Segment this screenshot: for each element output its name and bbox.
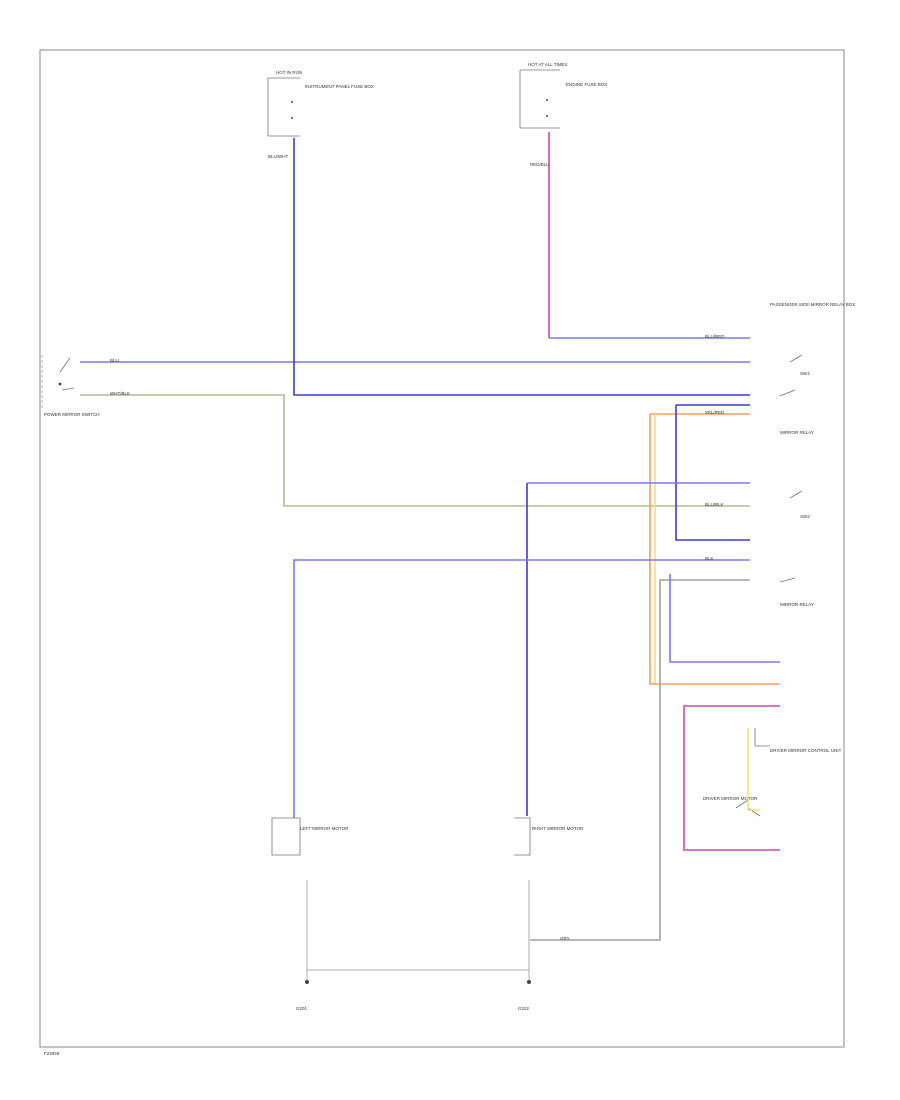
power-mirror-switch: POWER MIRROR SWITCH (41, 355, 100, 417)
wire-tag-8: BLK (705, 556, 714, 561)
wire-tag-5: WHT/BLK (110, 391, 130, 396)
hot-top-right-desc: ENGINE FUSE BOX (566, 82, 607, 87)
wire-tag-9: GRY (560, 936, 570, 941)
driver-control-unit: DRIVER MIRROR CONTROL UNIT DRIVER MIRROR… (703, 728, 842, 817)
right-bottom-device-label: RIGHT MIRROR MOTOR (532, 826, 584, 831)
diagram-ref-code: F22949 (44, 1051, 60, 1056)
top-left-fuse-box: HOT IN RUN INSTRUMENT PANEL FUSE BOX (267, 70, 374, 137)
wire-tag-4: BLU (110, 358, 119, 363)
hot-top-left-header: HOT IN RUN (276, 70, 302, 75)
wire-tag-2: RED/BLU (530, 162, 550, 167)
diagram-frame (39, 49, 845, 1048)
right-ground-label: G202 (518, 1006, 530, 1011)
switch-label-a: SW1 (800, 371, 810, 376)
wire-magenta-driver-loop (683, 705, 780, 851)
wire-tag-1: BLU/WHT (268, 154, 289, 159)
wire-blue-relay-lower (669, 574, 780, 663)
relay-switch-upper: SW1 MIRROR RELAY (779, 354, 814, 435)
wire-tag-7: BLU/BLK (705, 502, 724, 507)
left-bottom-device-label: LEFT MIRROR MOTOR (300, 826, 349, 831)
hot-top-left-desc: INSTRUMENT PANEL FUSE BOX (305, 84, 374, 89)
mirror-switch-label: POWER MIRROR SWITCH (44, 412, 100, 417)
wire-tag-3: BLU/RED (705, 334, 725, 339)
pass-relay2-label: MIRROR RELAY (780, 602, 814, 607)
right-ground: G202 (518, 980, 531, 1011)
wire-navy-vertical (293, 138, 750, 396)
switch-label-b: SW2 (800, 514, 810, 519)
hot-top-right-header: HOT AT ALL TIMES (528, 62, 568, 67)
wire-olive-switch-lower (80, 394, 750, 507)
top-right-fuse-box: HOT AT ALL TIMES ENGINE FUSE BOX (519, 62, 607, 129)
left-ground-label: G201 (296, 1006, 308, 1011)
pass-relay-label: MIRROR RELAY (780, 430, 814, 435)
left-bottom-device: LEFT MIRROR MOTOR (271, 817, 349, 856)
wire-blue-left-bottom (293, 559, 750, 818)
wire-orange-lower (649, 414, 780, 685)
right-bottom-device: RIGHT MIRROR MOTOR (514, 817, 584, 856)
wire-yellow-driver (747, 728, 760, 811)
wire-tag-6: YEL/RED (705, 410, 725, 415)
wire-navy-right-column (675, 405, 750, 541)
driver-mirror-motor-label: DRIVER MIRROR MOTOR (703, 796, 758, 801)
left-ground: G201 (296, 980, 309, 1011)
pass-side-relay-box-label: PASSENGER SIDE MIRROR RELAY BOX (770, 302, 855, 307)
relay-switch-middle: SW2 MIRROR RELAY (779, 490, 814, 607)
driver-control-unit-label: DRIVER MIRROR CONTROL UNIT (770, 748, 842, 753)
wire-gray-right (530, 579, 750, 941)
